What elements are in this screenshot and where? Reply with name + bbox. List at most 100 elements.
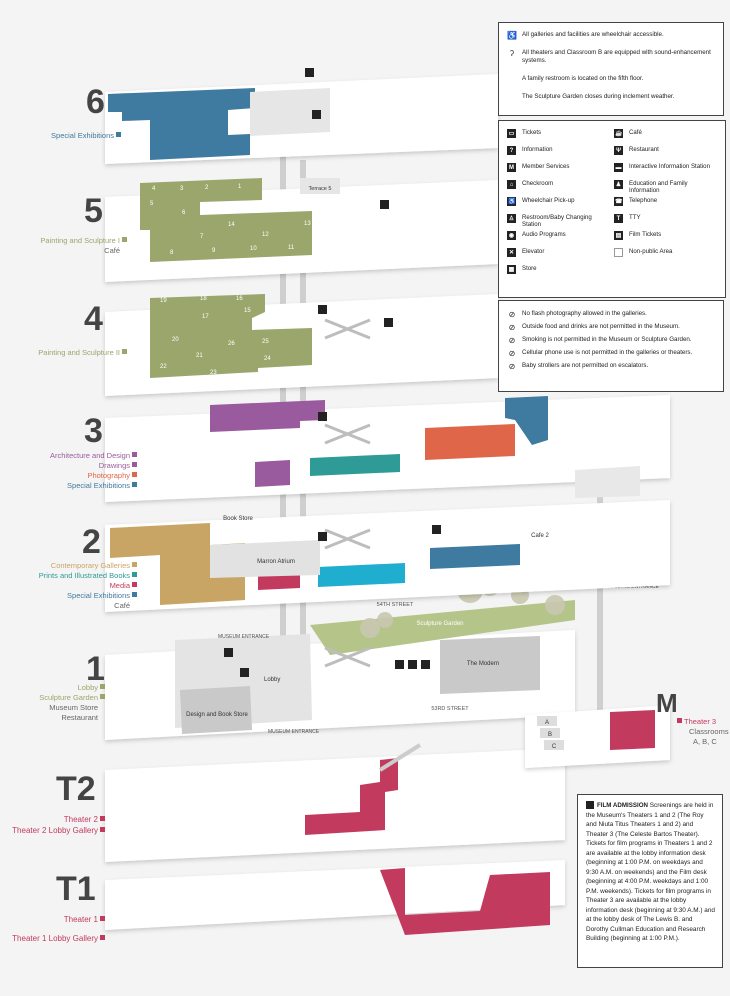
rules-box: ⊘No flash photography allowed in the gal… [498,300,724,392]
room-22: 22 [160,364,167,370]
the-modern-area [440,636,540,694]
floor-t2: T2 Theater 2 Theater 2 Lobby Gallery [12,743,565,862]
theater-2-area [305,758,398,835]
classroom-a [537,716,557,726]
contemporary-galleries-area [110,523,245,605]
floor-t2-number: T2 [56,770,96,808]
theater-3-area [610,710,655,750]
legend-item-cafe: ☕Café [614,129,642,138]
room-10: 10 [250,246,257,252]
f2-label-1: Prints and Illustrated Books [39,571,131,580]
rule-smoking: ⊘Smoking is not permitted in the Museum … [508,336,692,345]
note-text-3: The Sculpture Garden closes during incle… [522,93,675,100]
legend-item-store: ▦Store [507,265,537,274]
note-sound: ʔ All theaters and Classroom B are equip… [507,49,715,70]
film-tickets-icon: ▤ [614,231,623,240]
f2-label-2: Media [110,581,131,590]
no-phone-icon: ⊘ [508,349,516,358]
note-text-0: All galleries and facilities are wheelch… [522,31,664,38]
t1-label-1: Theater 1 Lobby Gallery [12,934,98,943]
non-public-area-icon [614,248,623,257]
legend-item-wheelchair: ♿Wheelchair Pick-up [507,197,575,206]
room-19: 19 [160,298,167,304]
fm-label-1: Classrooms [689,727,729,736]
wheelchair-icon: ♿ [507,31,517,40]
room-7: 7 [200,234,204,240]
legend-item-interactive: ▬Interactive Information Station [614,163,710,172]
f1-label-2: Museum Store [49,703,98,712]
cafe-2-label: Cafe 2 [531,533,549,539]
room-20: 20 [172,337,179,343]
special-exhibitions-6-area [108,88,255,160]
prints-books-area [318,563,405,587]
floor-2-number: 2 [82,523,101,561]
museum-entrance-label-1: MUSEUM ENTRANCE [218,634,270,640]
f3-label-1: Drawings [99,461,131,470]
street-53-label: 53RD STREET [431,706,469,712]
interactive-info-icon: ▬ [614,163,623,172]
room-2: 2 [205,185,209,191]
legend-item-information: ?Information [507,146,612,163]
tty-icon: T [614,214,623,223]
room-9: 9 [212,248,216,254]
rule-phone: ⊘Cellular phone use is not permitted in … [508,349,693,358]
legend-item-telephone: ☎Telephone [614,197,658,206]
classroom-c-label: C [552,744,557,750]
room-13: 13 [304,221,311,227]
sculpture-garden-area [310,600,575,655]
room-17: 17 [202,314,209,320]
floor-m-number: M [656,688,678,718]
book-store-label: Book Store [223,516,253,522]
room-1: 1 [238,184,242,190]
legend-item-restroom: ♙Restroom/Baby Changing Station [507,214,592,228]
floor-m: A B C M Theater 3 Classrooms A, B, C [525,688,729,768]
member-services-icon: M [507,163,516,172]
classroom-c [544,740,564,750]
f3-label-3: Special Exhibitions [67,481,130,490]
no-food-icon: ⊘ [508,323,516,332]
room-16: 16 [236,296,243,302]
atrium-area [210,540,320,578]
painting-sculpture-2-area [150,294,312,378]
f1-label-0: Lobby [78,683,99,692]
room-26: 26 [228,341,235,347]
room-11: 11 [288,245,295,251]
classroom-b-label: B [548,732,552,738]
tickets-icon: ▭ [507,129,516,138]
legend-item-audio: ◉Audio Programs [507,231,566,240]
modern-room-label: The Modern [467,661,499,667]
legend-item-education: ♟Education and Family Information [614,180,688,194]
restaurant-icon: Ψ [614,146,623,155]
prints-3-area [310,454,400,476]
street-54-label: 54TH STREET [377,602,414,608]
stair-area-3 [575,466,640,498]
room-21: 21 [196,353,203,359]
rule-stroller: ⊘Baby strollers are not permitted on esc… [508,362,649,371]
checkroom-icon: ⌂ [507,180,516,189]
floor-1: 1 Lobby Design and Book Store The Modern… [39,584,659,740]
terrace-5-area [300,178,340,194]
ear-icon: ʔ [510,49,514,58]
room-6: 6 [182,210,186,216]
classroom-a-label: A [545,720,549,726]
legend-item-non-public: Non-public Area [614,248,719,265]
label-markers [100,132,682,940]
t1-label-0: Theater 1 [64,915,99,924]
fm-label-0: Theater 3 [684,717,716,726]
note-text-1: All theaters and Classroom B are equippe… [522,49,711,64]
legend-item-tickets: ▭Tickets [507,129,542,138]
no-smoking-icon: ⊘ [508,336,516,345]
t2-label-1: Theater 2 Lobby Gallery [12,826,98,835]
wheelchair-pickup-icon: ♿ [507,197,516,206]
note-family: A family restroom is located on the fift… [507,75,715,88]
floor-2: 2 Book Store Marron Atrium Cafe 2 Contem… [39,500,670,612]
floor-3-number: 3 [84,412,103,450]
f1-label-1: Sculpture Garden [39,693,98,702]
lobby-room-label: Lobby [264,677,280,683]
